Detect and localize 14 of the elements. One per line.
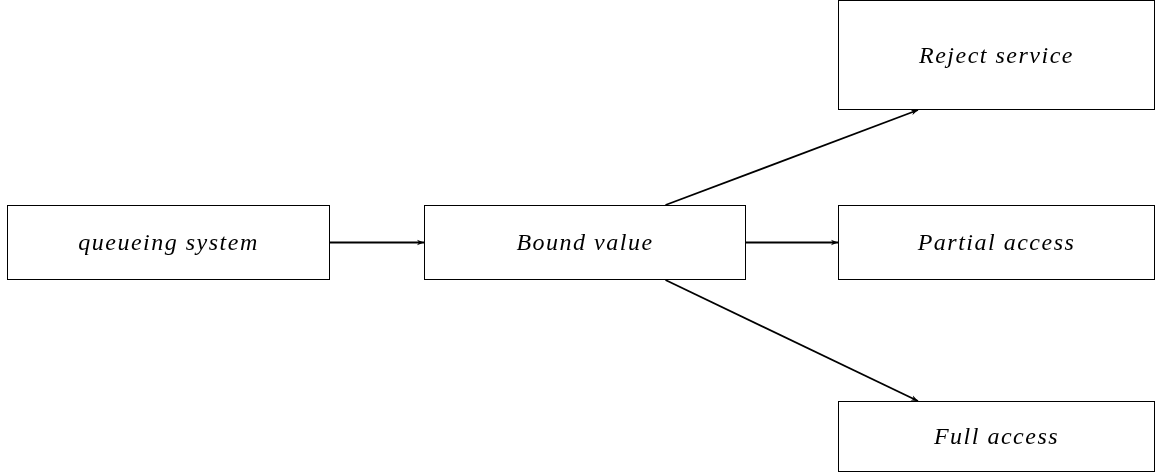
process-box xyxy=(838,401,1155,472)
box-label: Bound value xyxy=(516,229,654,256)
arrow xyxy=(664,279,919,402)
arrow xyxy=(664,109,919,206)
process-box xyxy=(424,205,746,280)
process-box xyxy=(838,0,1155,110)
box-label: queueing system xyxy=(78,229,259,256)
arrow xyxy=(329,239,425,246)
box-label: Full access xyxy=(933,423,1060,450)
box-label: Reject service xyxy=(919,41,1074,69)
arrow xyxy=(745,239,839,246)
box-label: Partial access xyxy=(917,229,1076,256)
process-box xyxy=(7,205,330,280)
process-box xyxy=(838,205,1155,280)
